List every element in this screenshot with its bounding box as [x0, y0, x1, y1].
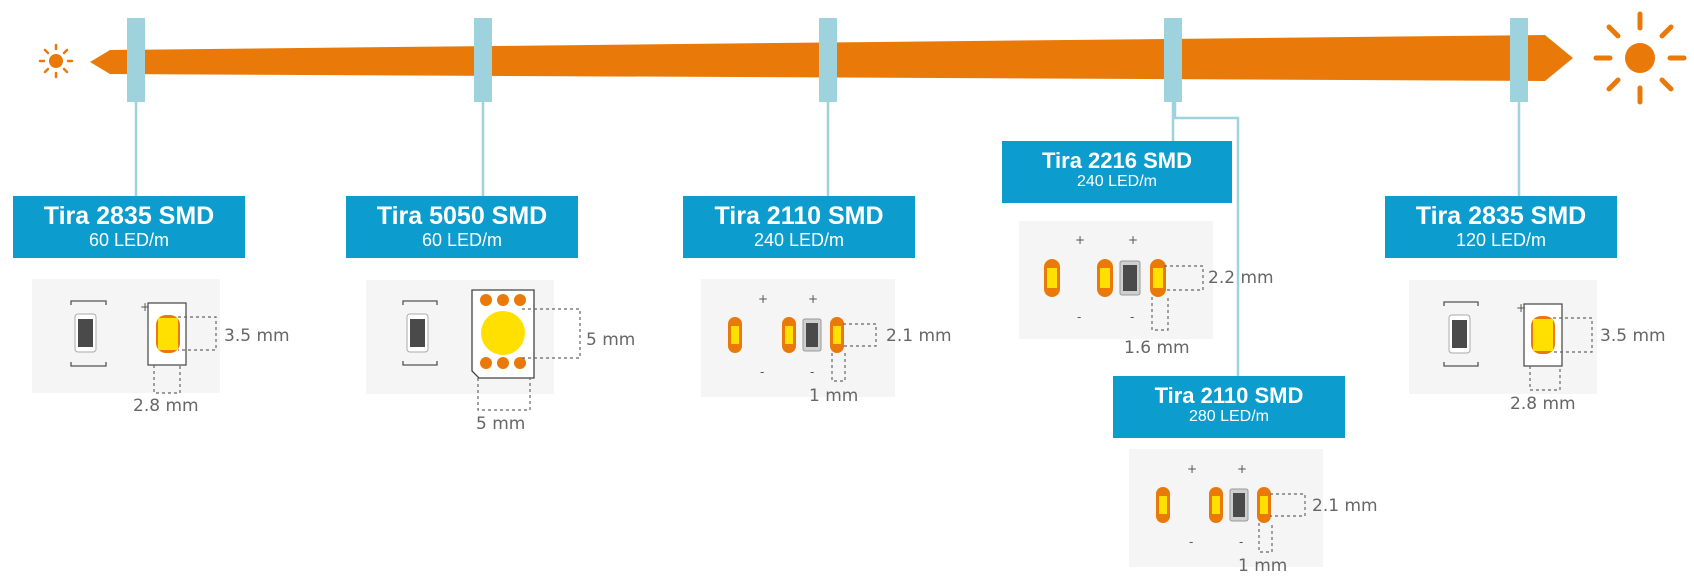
led-illustration — [1409, 280, 1597, 394]
strip-density: 240 LED/m — [753, 230, 845, 250]
strip-density: 60 LED/m — [421, 230, 503, 250]
connector-lines — [134, 100, 1521, 378]
strip-name: Tira 2835 SMD — [1415, 202, 1587, 230]
plus-sign: + — [758, 292, 769, 306]
strip-label: Tira 2835 SMD 120 LED/m — [1385, 196, 1617, 258]
marker — [127, 18, 145, 102]
dimension-width: 3.5 mm — [1600, 326, 1666, 346]
led-illustration — [701, 279, 895, 397]
plus-sign: + — [1128, 233, 1139, 247]
strip-density: 120 LED/m — [1455, 230, 1547, 250]
dimension-width: 5 mm — [586, 330, 636, 350]
dimension-height: 2.8 mm — [133, 396, 199, 416]
led-illustration — [1019, 221, 1213, 339]
minus-sign: - — [1189, 535, 1194, 549]
strip-label: Tira 2110 SMD 240 LED/m — [683, 196, 915, 258]
minus-sign: - — [1077, 310, 1082, 324]
dimension-width: 2.2 mm — [1208, 268, 1274, 288]
plus-sign: + — [1516, 301, 1527, 315]
dimension-height: 5 mm — [476, 414, 526, 434]
dimension-height: 2.8 mm — [1510, 394, 1576, 414]
plus-sign: + — [140, 300, 151, 314]
strip-label: Tira 5050 SMD 60 LED/m — [346, 196, 578, 258]
dimension-height: 1.6 mm — [1124, 338, 1190, 358]
minus-sign: - — [810, 365, 815, 379]
dimension-height: 1 mm — [809, 386, 859, 406]
marker — [819, 18, 837, 102]
plus-sign: + — [1237, 462, 1248, 476]
plus-sign: + — [808, 292, 819, 306]
strip-name: Tira 5050 SMD — [376, 202, 548, 230]
strip-label: Tira 2216 SMD 240 LED/m — [1002, 141, 1232, 203]
strip-label: Tira 2110 SMD 280 LED/m — [1113, 376, 1345, 438]
minus-sign: - — [760, 365, 765, 379]
dimension-width: 2.1 mm — [886, 326, 952, 346]
plus-sign: + — [1075, 233, 1086, 247]
marker — [474, 18, 492, 102]
strip-density: 60 LED/m — [88, 230, 170, 250]
led-illustration — [32, 279, 220, 394]
strip-name: Tira 2216 SMD — [1041, 148, 1192, 173]
plus-sign: + — [1187, 462, 1198, 476]
minus-sign: - — [1239, 535, 1244, 549]
position-markers — [127, 18, 1528, 102]
strip-density: 280 LED/m — [1188, 408, 1270, 425]
strip-name: Tira 2110 SMD — [714, 202, 884, 230]
strip-label: Tira 2835 SMD 60 LED/m — [13, 196, 245, 258]
strip-density: 240 LED/m — [1076, 173, 1158, 190]
marker — [1510, 18, 1528, 102]
minus-sign: - — [1130, 310, 1135, 324]
dimension-height: 1 mm — [1238, 556, 1288, 576]
strip-name: Tira 2110 SMD — [1154, 383, 1304, 408]
led-illustration — [366, 280, 581, 411]
led-illustration — [1129, 449, 1323, 567]
sun-large-icon — [1593, 11, 1687, 105]
dimension-width: 2.1 mm — [1312, 496, 1378, 516]
marker — [1164, 18, 1182, 102]
strip-name: Tira 2835 SMD — [43, 202, 215, 230]
sun-small-icon — [38, 43, 74, 79]
dimension-width: 3.5 mm — [224, 326, 290, 346]
